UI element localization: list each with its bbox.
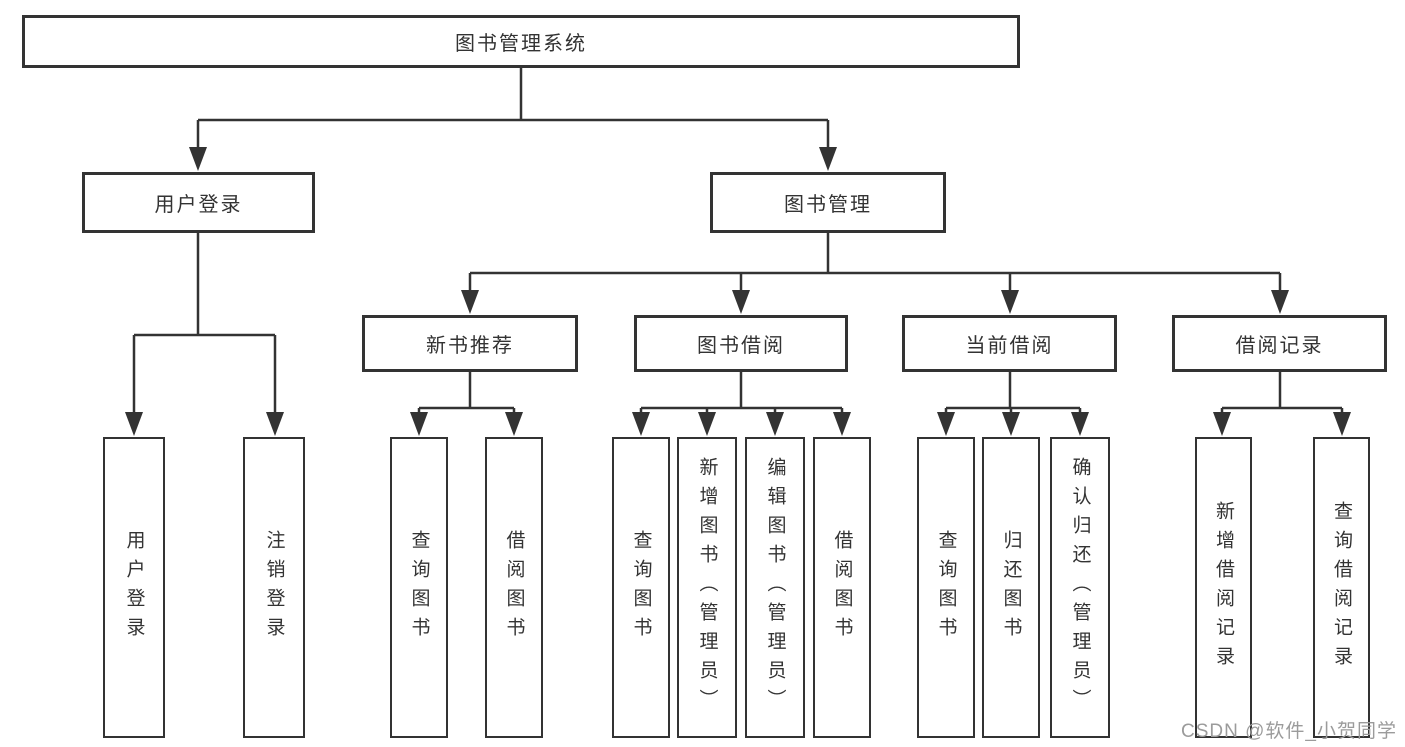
- leaf-confirm-return-admin: 确认归还（管理员）: [1050, 437, 1110, 738]
- node-book-management-branch: 图书管理: [710, 172, 946, 233]
- leaf-borrow-books-1: 借阅图书: [485, 437, 543, 738]
- leaf-add-borrow-record: 新增借阅记录: [1195, 437, 1252, 738]
- node-book-borrow: 图书借阅: [634, 315, 848, 372]
- leaf-query-borrow-record: 查询借阅记录: [1313, 437, 1370, 738]
- node-borrow-records: 借阅记录: [1172, 315, 1387, 372]
- leaf-user-login: 用户登录: [103, 437, 165, 738]
- leaf-return-books: 归还图书: [982, 437, 1040, 738]
- node-current-borrow: 当前借阅: [902, 315, 1117, 372]
- leaf-add-books-admin: 新增图书（管理员）: [677, 437, 737, 738]
- leaf-borrow-books-2: 借阅图书: [813, 437, 871, 738]
- node-system-root: 图书管理系统: [22, 15, 1020, 68]
- arrowheads: [125, 147, 1351, 436]
- leaf-query-books-1: 查询图书: [390, 437, 448, 738]
- leaf-query-books-3: 查询图书: [917, 437, 975, 738]
- connector-paths: [132, 68, 1344, 424]
- watermark-text: CSDN @软件_小贺同学: [1181, 721, 1397, 742]
- node-new-book-recommend: 新书推荐: [362, 315, 578, 372]
- leaf-edit-books-admin: 编辑图书（管理员）: [745, 437, 805, 738]
- leaf-logout: 注销登录: [243, 437, 305, 738]
- node-user-login-branch: 用户登录: [82, 172, 315, 233]
- leaf-query-books-2: 查询图书: [612, 437, 670, 738]
